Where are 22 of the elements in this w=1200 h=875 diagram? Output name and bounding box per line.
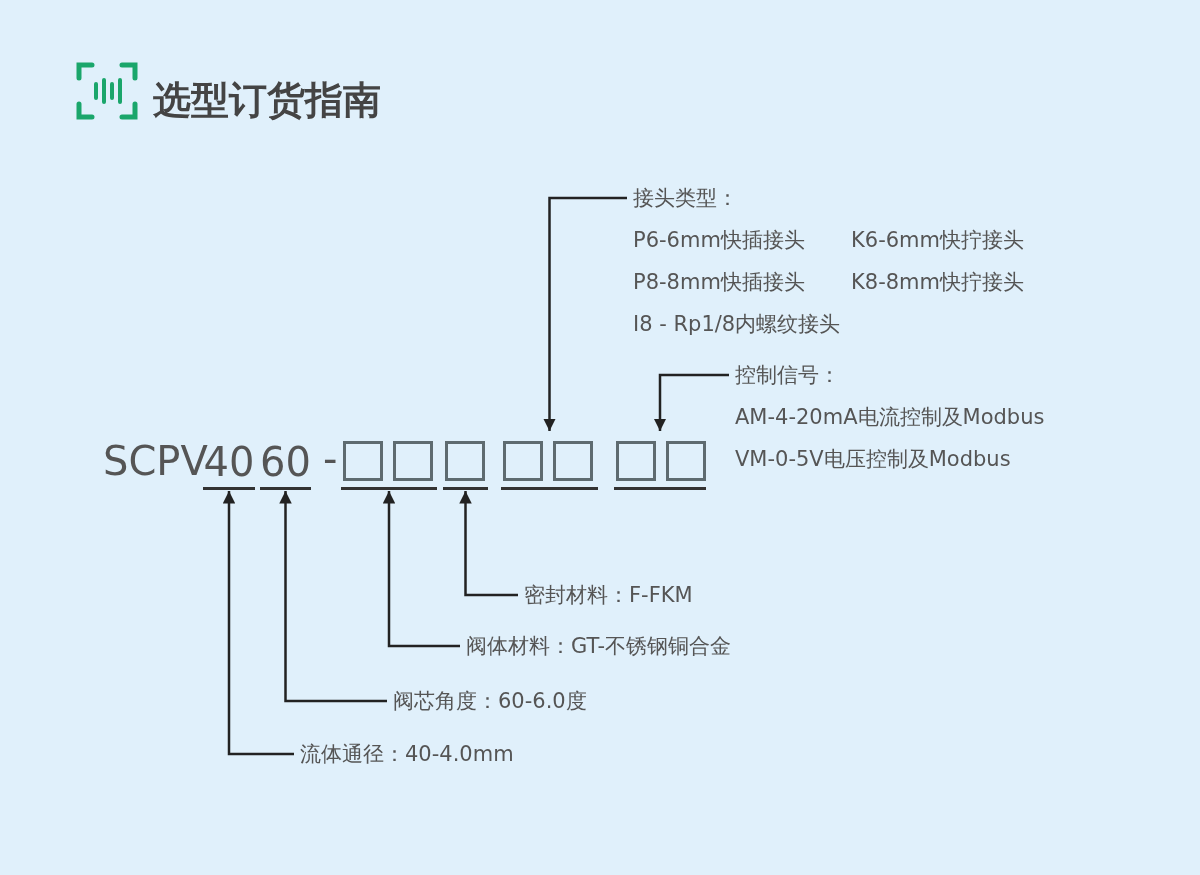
title: 选型订货指南	[153, 77, 381, 124]
code-segment: 60	[260, 437, 311, 490]
option-heading: 控制信号：	[735, 362, 840, 389]
option-text: K6-6mm快拧接头	[851, 227, 1024, 254]
separator-dash: -	[323, 435, 338, 484]
leader-arrow	[459, 491, 518, 597]
option-text: AM-4-20mA电流控制及Modbus	[735, 404, 1045, 431]
option-text: 流体通径：40-4.0mm	[300, 739, 540, 769]
option-text: 阀体材料：GT-不锈钢铜合金	[466, 631, 776, 661]
leader-arrow	[382, 491, 460, 648]
leader-arrow	[543, 196, 627, 431]
option-text: P8-8mm快插接头	[633, 269, 805, 296]
option-text: I8 - Rp1/8内螺纹接头	[633, 311, 841, 338]
option-text: P6-6mm快插接头	[633, 227, 805, 254]
leader-arrow	[653, 373, 729, 431]
option-heading: 接头类型：	[633, 185, 738, 212]
option-text: K8-8mm快拧接头	[851, 269, 1024, 296]
leader-arrow	[279, 491, 387, 703]
leader-arrow	[222, 491, 294, 756]
option-text: 阀芯角度：60-6.0度	[393, 686, 613, 716]
option-text: VM-0-5V电压控制及Modbus	[735, 446, 1011, 473]
option-text: 密封材料：F-FKM	[524, 580, 724, 610]
